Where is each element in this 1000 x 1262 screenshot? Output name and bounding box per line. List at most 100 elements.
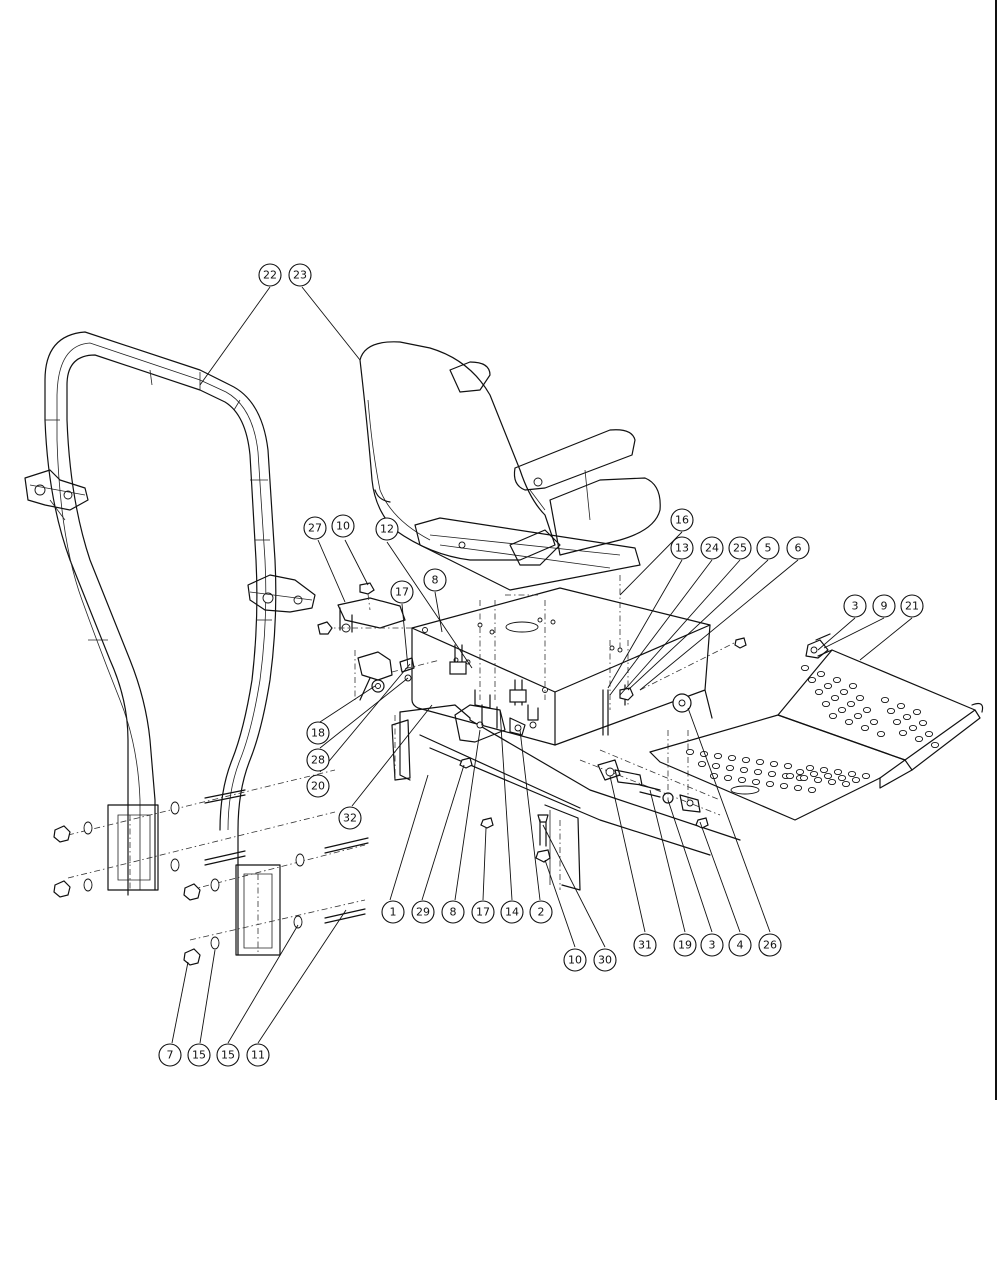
plate-hole [819,766,829,774]
plate-hole [751,778,761,786]
plate-hole [793,784,803,792]
plate-hole [807,786,817,794]
plate-hole [841,780,851,788]
plate-hole [741,756,751,764]
callout-10b: 10 [563,948,587,972]
svg-text:14: 14 [505,906,519,919]
callout-25: 25 [728,536,752,560]
svg-text:16: 16 [675,514,689,527]
roll-bar [24,331,316,956]
callout-1: 1 [381,900,405,924]
callout-3b: 3 [700,933,724,957]
plate-hole [713,752,723,760]
svg-text:29: 29 [416,906,430,919]
callout-13: 13 [670,536,694,560]
plate-hole [837,706,847,714]
plate-hole [827,778,837,786]
svg-text:10: 10 [568,954,582,967]
plate-hole [912,708,922,716]
callout-30: 30 [593,948,617,972]
svg-text:20: 20 [311,780,325,793]
plate-hole [725,764,735,772]
plate-hole [880,696,890,704]
callout-17: 17 [390,580,414,604]
svg-text:4: 4 [737,939,744,952]
plate-hole [697,760,707,768]
plate-hole [723,774,733,782]
callout-9: 9 [872,594,896,618]
plate-hole [851,776,861,784]
foot-plate [649,649,984,821]
svg-text:15: 15 [192,1049,206,1062]
callout-14: 14 [500,900,524,924]
plate-hole [767,770,777,778]
plate-hole [795,768,805,776]
plate-hole [860,724,870,732]
callout-10: 10 [331,514,355,538]
mounting-frame [391,704,741,891]
svg-text:19: 19 [678,939,692,952]
svg-text:23: 23 [293,269,307,282]
callout-2: 2 [529,900,553,924]
plate-hole [924,730,934,738]
svg-text:2: 2 [538,906,545,919]
plate-hole [739,766,749,774]
plate-hole [844,718,854,726]
plate-hole [779,782,789,790]
svg-text:25: 25 [733,542,747,555]
plate-hole [807,676,817,684]
svg-text:6: 6 [795,542,802,555]
plate-hole [727,754,737,762]
plate-hole [855,694,865,702]
plate-hole [799,774,809,782]
callout-18: 18 [306,721,330,745]
callout-8: 8 [423,568,447,592]
callout-22: 22 [258,263,282,287]
plate-hole [876,730,886,738]
plate-hole [828,712,838,720]
callout-24: 24 [700,536,724,560]
plate-hole [896,702,906,710]
svg-text:30: 30 [598,954,612,967]
plate-hole [886,707,896,715]
callout-31: 31 [633,933,657,957]
plate-hole [755,758,765,766]
callout-26: 26 [758,933,782,957]
plate-hole [902,713,912,721]
svg-text:32: 32 [343,812,357,825]
svg-text:18: 18 [311,727,325,740]
plate-hole [914,735,924,743]
plate-hole [800,664,810,672]
plate-hole [908,724,918,732]
svg-text:22: 22 [263,269,277,282]
plate-hole [848,682,858,690]
plate-hole [711,762,721,770]
callout-21: 21 [900,594,924,618]
svg-text:26: 26 [763,939,777,952]
plate-hole [837,774,847,782]
callout-32: 32 [338,806,362,830]
plate-hole [861,772,871,780]
svg-text:5: 5 [765,542,772,555]
foot-plate-holes [685,664,940,795]
plate-hole [813,776,823,784]
rollbar-fasteners [53,769,369,966]
svg-text:12: 12 [380,523,394,536]
plate-hole [918,719,928,727]
callout-17b: 17 [471,900,495,924]
plate-hole [821,700,831,708]
plate-hole [737,776,747,784]
callout-27: 27 [303,516,327,540]
plate-hole [892,718,902,726]
callout-5: 5 [756,536,780,560]
plate-hole [769,760,779,768]
plate-hole [814,688,824,696]
svg-text:3: 3 [709,939,716,952]
callout-4: 4 [728,933,752,957]
plate-hole [869,718,879,726]
callout-11: 11 [246,1043,270,1067]
svg-text:28: 28 [311,754,325,767]
callout-7: 7 [158,1043,182,1067]
